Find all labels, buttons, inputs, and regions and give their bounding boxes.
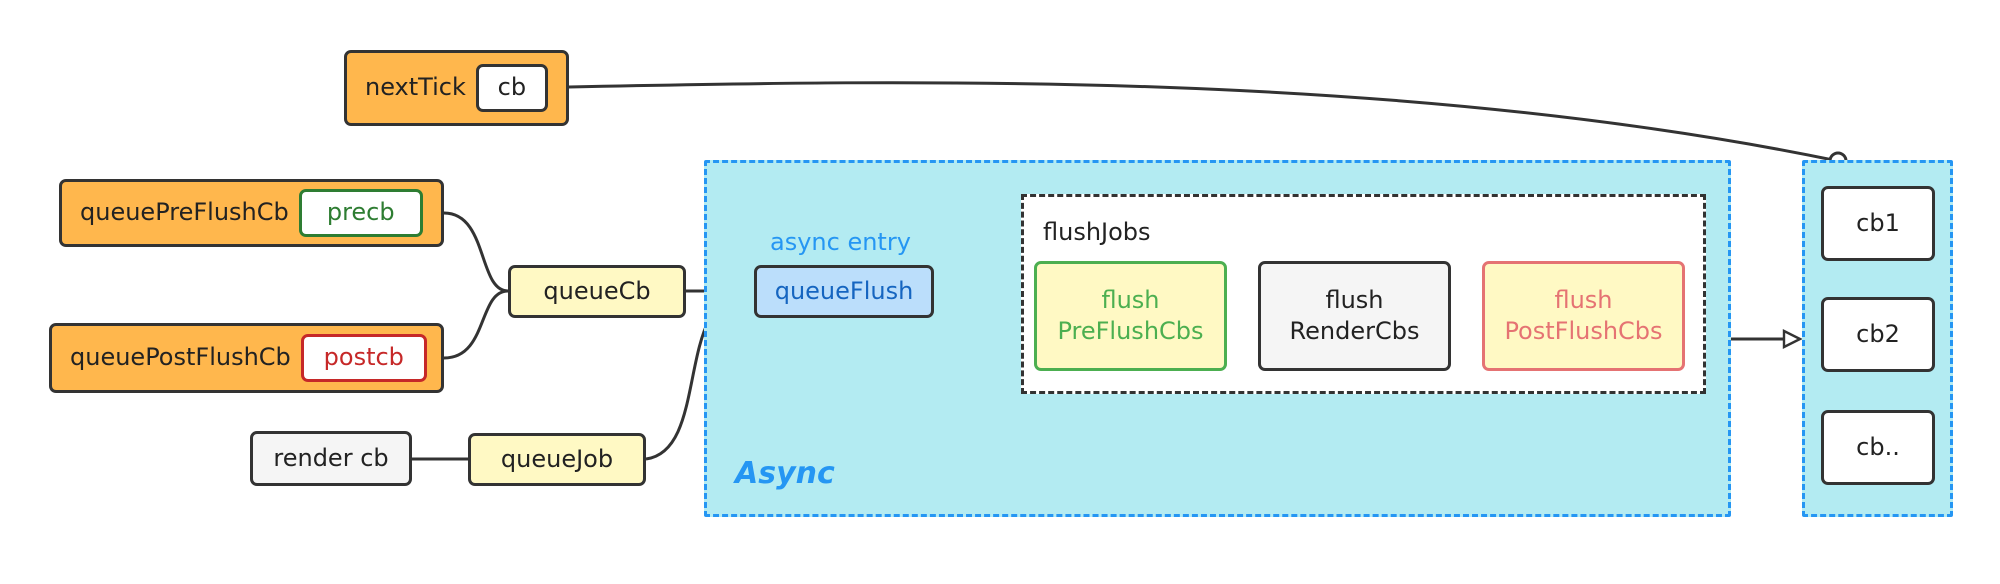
flush-post-flush-cbs-node: flush PostFlushCbs: [1482, 261, 1685, 371]
next-tick-cb-chip: cb: [475, 64, 548, 112]
flush-pre-line1: flush: [1101, 285, 1160, 314]
flush-post-line1: flush: [1554, 285, 1613, 314]
cb1-node: cb1: [1821, 186, 1935, 261]
cb-more-node: cb..: [1821, 410, 1935, 485]
next-tick-label: nextTick: [365, 73, 466, 102]
precb-chip: precb: [298, 189, 423, 237]
postcb-chip: postcb: [300, 334, 427, 382]
queue-pre-flush-cb-label: queuePreFlushCb: [80, 198, 289, 227]
next-tick-node: nextTick cb: [344, 50, 569, 126]
queue-flush-node: queueFlush: [754, 265, 934, 318]
flush-pre-flush-cbs-node: flush PreFlushCbs: [1034, 261, 1227, 371]
queue-job-node: queueJob: [468, 433, 646, 486]
cb2-node: cb2: [1821, 297, 1935, 372]
queue-cb-node: queueCb: [508, 265, 686, 318]
flush-jobs-title: flushJobs: [1043, 218, 1151, 246]
next-tick-to-callbacks-connector: [568, 81, 1839, 163]
flush-render-cbs-node: flush RenderCbs: [1258, 261, 1451, 371]
flush-render-line1: flush: [1325, 285, 1384, 314]
async-entry-label: async entry: [770, 228, 911, 256]
flush-post-line2: PostFlushCbs: [1504, 317, 1663, 345]
post-flush-to-queue-cb-connector: [443, 289, 509, 360]
async-region-label: Async: [735, 456, 835, 491]
queue-post-flush-cb-node: queuePostFlushCb postcb: [49, 323, 444, 393]
queue-pre-flush-cb-node: queuePreFlushCb precb: [59, 179, 444, 247]
queue-post-flush-cb-label: queuePostFlushCb: [70, 343, 291, 372]
flush-pre-line2: PreFlushCbs: [1057, 317, 1204, 345]
flush-render-line2: RenderCbs: [1289, 317, 1420, 345]
pre-flush-to-queue-cb-connector: [443, 211, 509, 293]
render-cb-node: render cb: [250, 431, 412, 486]
